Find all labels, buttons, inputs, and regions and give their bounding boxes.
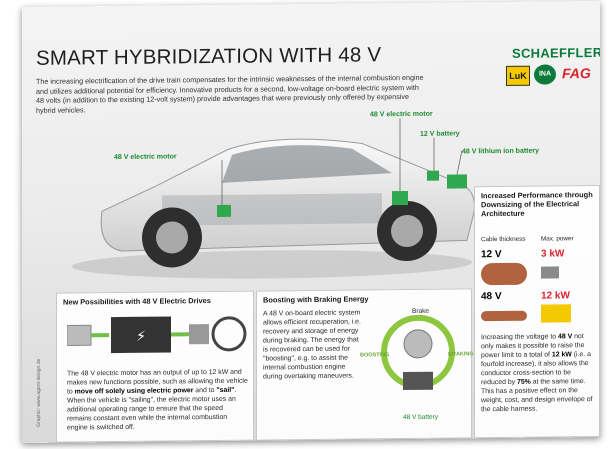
graphic-credit: Graphic: www.agent-design.de bbox=[36, 358, 42, 427]
car-windows bbox=[222, 145, 392, 183]
car-chassis bbox=[162, 193, 382, 226]
battery-48v-marker bbox=[447, 174, 467, 189]
battery-12v-marker bbox=[427, 170, 439, 181]
panel-drives-text: The 48 V electric motor has an output of… bbox=[67, 368, 248, 432]
ina-logo: INA bbox=[534, 64, 556, 85]
row1-power: 3 kW bbox=[541, 248, 565, 260]
brake-label: Brake bbox=[412, 307, 429, 315]
boosting-arrow-label: BOOSTING bbox=[360, 352, 390, 359]
motor-front-marker bbox=[217, 204, 231, 217]
gearbox-icon bbox=[189, 324, 209, 345]
intro-text: The increasing electrification of the dr… bbox=[36, 72, 424, 115]
row2-power: 12 kW bbox=[541, 290, 570, 302]
panel-drives-title: New Possibilities with 48 V Electric Dri… bbox=[63, 296, 211, 307]
infographic-sheet: SMART HYBRIDIZATION WITH 48 V The increa… bbox=[22, 0, 600, 444]
col-max-power: Max. power bbox=[541, 235, 574, 243]
callout-battery-12v: 12 V battery bbox=[420, 130, 460, 138]
braking-arrow-label: BRAKING bbox=[448, 351, 474, 358]
thick-cable-image bbox=[481, 262, 527, 286]
svg-text:⚡: ⚡ bbox=[136, 329, 146, 345]
panel-braking-title: Boosting with Braking Energy bbox=[263, 294, 369, 305]
fag-logo: FAG bbox=[562, 65, 591, 82]
panel-braking-energy: Boosting with Braking Energy A 48 V on-b… bbox=[256, 288, 474, 441]
callout-battery-48v: 48 V lithium ion battery bbox=[462, 147, 540, 156]
panel-braking-text: A 48 V on-board electric system allows e… bbox=[263, 309, 361, 381]
panel-performance-text: Increasing the voltage to 48 V not only … bbox=[481, 333, 593, 414]
brake-disc-icon bbox=[403, 329, 433, 359]
electric-motor-icon bbox=[111, 316, 171, 354]
thin-cable-image bbox=[481, 310, 527, 322]
small-battery-icon bbox=[541, 266, 559, 279]
luk-logo: LuK bbox=[506, 65, 530, 86]
row1-voltage: 12 V bbox=[481, 249, 502, 261]
callout-motor-left: 48 V electric motor bbox=[114, 153, 177, 162]
schaeffler-logo: SCHAEFFLER bbox=[512, 44, 600, 61]
panel-performance-title: Increased Performance through Downsizing… bbox=[481, 190, 593, 219]
panel-electric-drives: New Possibilities with 48 V Electric Dri… bbox=[56, 290, 254, 443]
callout-motor-top: 48 V electric motor bbox=[370, 110, 433, 119]
brand-logos: LuK INA FAG bbox=[504, 64, 600, 91]
motor-rear-marker bbox=[392, 190, 408, 206]
battery-icon bbox=[403, 371, 433, 391]
car-illustration bbox=[72, 118, 475, 279]
engine-icon bbox=[67, 324, 92, 347]
wheel-icon bbox=[211, 316, 247, 352]
row2-voltage: 48 V bbox=[481, 291, 502, 303]
battery-48v-label: 48 V battery bbox=[403, 413, 439, 422]
large-battery-icon bbox=[541, 304, 571, 323]
recuperation-diagram bbox=[381, 314, 455, 391]
drivetrain-diagram: ⚡ bbox=[67, 316, 247, 354]
col-cable-thickness: Cable thickness bbox=[481, 235, 526, 244]
page-title: SMART HYBRIDIZATION WITH 48 V bbox=[36, 43, 382, 70]
panel-performance: Increased Performance through Downsizing… bbox=[474, 184, 600, 439]
